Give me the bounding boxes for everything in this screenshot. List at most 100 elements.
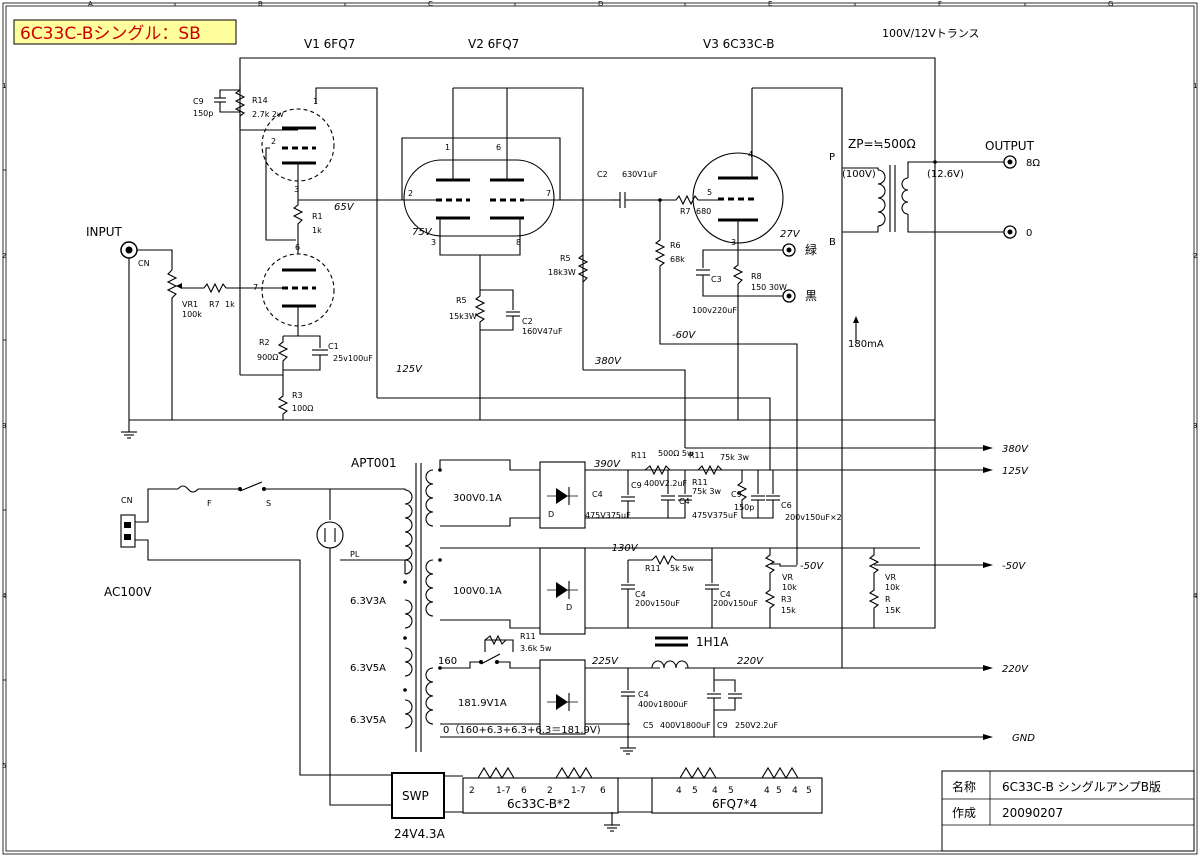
border-row-3: 3	[2, 422, 6, 430]
r1-label: R1	[312, 212, 323, 221]
c4e-value: 400v1800uF	[638, 700, 688, 709]
hp2-4: 4	[764, 786, 770, 796]
c9a-label: C9	[631, 481, 642, 490]
r2-value: 900Ω	[257, 353, 278, 362]
c3-value: 100v220uF	[692, 306, 737, 315]
voltage-390v: 390V	[594, 459, 621, 470]
c4d-label: C4	[720, 590, 731, 599]
v1-upper-pin-2: 2	[271, 137, 276, 146]
hp2-7: 5	[806, 786, 812, 796]
r3-value: 100Ω	[292, 404, 313, 413]
wiring-top	[239, 57, 936, 668]
c4a-value: 475V375uF	[585, 511, 631, 520]
hp2-1: 5	[692, 786, 698, 796]
c9c-value: 250V2.2uF	[735, 721, 779, 730]
resistor-r7-grid: R7 680	[660, 194, 722, 216]
r11-1-value: 500Ω 5w	[658, 449, 694, 458]
c2a-value: 160V47uF	[522, 327, 563, 336]
c9c-label: C9	[717, 721, 728, 730]
rail-125v: 125V	[1002, 466, 1029, 477]
heater-pin-labels: 2 1-7 6 2 1-7 6 6c33C-B*2 4 5 4 5 4 5 4 …	[469, 786, 812, 811]
c3-label: C3	[711, 275, 722, 284]
resistor-r8: R8 150 30W	[732, 250, 787, 420]
c5-label: C5	[643, 721, 654, 730]
rail-minus50v: -50V	[1002, 561, 1026, 572]
ground-symbol-mid	[620, 747, 636, 755]
c5-value: 400V1800uF	[660, 721, 711, 730]
border-row-4: 4	[2, 592, 7, 600]
c9b-label: C9	[731, 490, 742, 499]
hp1-3: 2	[547, 786, 553, 796]
supply-220v-section: R11 3.6k 5w 225V C4 400v1800uF C5 400V18…	[479, 632, 779, 748]
rail-220v: 220V	[1002, 664, 1029, 675]
c4b-label: C4	[679, 497, 690, 506]
c2-label: C2	[597, 170, 608, 179]
voltage-125v: 125V	[396, 364, 423, 375]
ot-secondary: (12.6V)	[927, 169, 964, 180]
v2-pin-1: 1	[445, 143, 450, 152]
supply-390v-section: 390V C4 475V375uF R11 500Ω 5w C9 400V2.2…	[585, 449, 842, 522]
ac100v-label: AC100V	[104, 585, 152, 599]
switch-label: S	[266, 499, 271, 508]
resistor-r5-plate: R5 18k3W	[548, 254, 589, 283]
r7-input-value: 1k	[225, 300, 235, 309]
sec-300v-label: 300V0.1A	[453, 493, 502, 504]
v1-upper-pin-3: 3	[294, 185, 299, 194]
c9-label: C9	[193, 97, 204, 106]
hp1-2: 6	[521, 786, 527, 796]
hp2-2: 4	[712, 786, 718, 796]
test-point-green: 27V 緑	[780, 229, 817, 257]
hp1-0: 2	[469, 786, 475, 796]
capacitor-c9: C9 150p	[193, 89, 240, 118]
c6-label: C6	[781, 501, 792, 510]
tube-v1-title: V1 6FQ7	[304, 37, 355, 51]
tube-v1-lower: 6 7	[253, 240, 335, 327]
output-label: OUTPUT	[985, 139, 1035, 153]
r11-3-label: R11	[692, 478, 708, 487]
resistor-r7-input: R7 1k	[182, 282, 260, 309]
heater-2-label: 6.3V5A	[350, 663, 386, 674]
rectifier-2-d: D	[566, 603, 572, 612]
capacitor-c1: C1 25v100uF	[283, 342, 373, 371]
border-row-3-right: 3	[1193, 422, 1197, 430]
sec-100v-label: 100V0.1A	[453, 586, 502, 597]
output-8ohm: 8Ω	[1026, 158, 1040, 169]
c4b-value: 475V375uF	[692, 511, 738, 520]
c4e-label: C4	[638, 690, 649, 699]
title-block-date-label: 作成	[952, 806, 976, 820]
rectifier-2: D	[539, 547, 586, 635]
ground-symbol-left	[121, 420, 137, 439]
c4d-value: 200v150uF	[713, 599, 758, 608]
title-block-date-value: 20090207	[1002, 806, 1063, 820]
sec-181v-label: 181.9V1A	[458, 698, 507, 709]
ot-impedance: ZP=≒500Ω	[848, 137, 916, 151]
title-badge-text: 6C33C-Bシングル：SB	[20, 24, 201, 44]
tube-v3: 4 5 3	[692, 143, 784, 250]
border-col-g: G	[1108, 0, 1113, 8]
tap-0-label: 0（160+6.3+6.3+6.3＝181.9V)	[443, 724, 601, 736]
resistor-r3: R3 100Ω	[277, 391, 313, 420]
r11-2-label: R11	[689, 451, 705, 460]
v3-pin-5: 5	[707, 188, 712, 197]
title-block-name-label: 名称	[952, 779, 976, 794]
swp-label: SWP	[402, 789, 429, 803]
black-label: 黒	[805, 289, 817, 303]
tube-v3-title: V3 6C33C-B	[703, 37, 774, 51]
pilot-lamp-label: PL	[350, 550, 360, 559]
r11-5-value: 3.6k 5w	[520, 644, 552, 653]
r1-value: 1k	[312, 226, 322, 235]
rectifier-1: D	[539, 461, 586, 529]
vr-a-label: VR	[782, 573, 793, 582]
vr-b-value: 10k	[885, 583, 900, 592]
r6-label: R6	[670, 241, 681, 250]
voltage-minus130v: -130V	[608, 543, 639, 554]
r11-5-label: R11	[520, 632, 536, 641]
v2-pin-6: 6	[496, 143, 501, 152]
r7-input-label: R7	[209, 300, 220, 309]
capacitor-c3: C3 100v220uF	[692, 269, 738, 315]
title-block-name-value: 6C33C-B シングルアンプB版	[1002, 780, 1161, 794]
resistor-r6: R6 68k -60V	[654, 200, 798, 565]
c4c-value: 200v150uF	[635, 599, 680, 608]
